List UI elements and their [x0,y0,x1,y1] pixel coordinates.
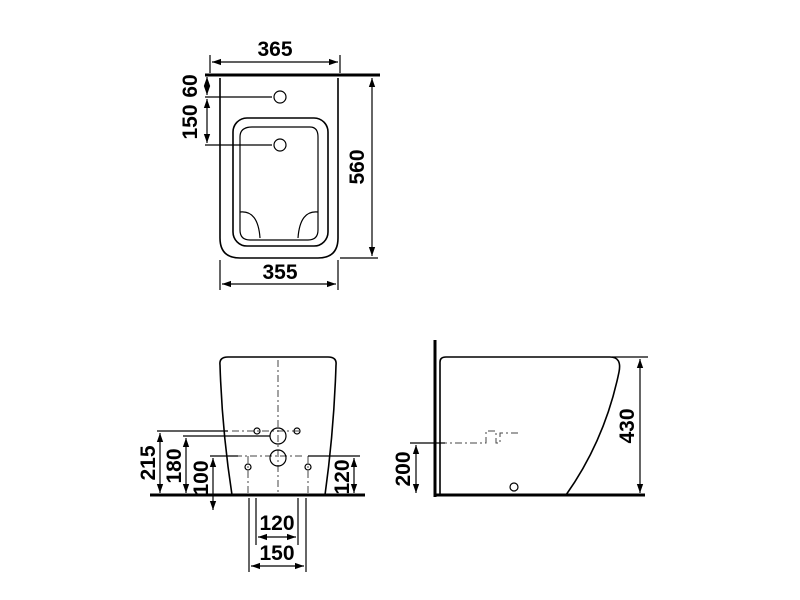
bowl-inner [239,126,319,241]
dim-label-430: 430 [616,408,639,443]
dim-label-200: 200 [392,451,415,486]
dim-label-120-right: 120 [331,459,354,494]
dim-label-100: 100 [190,460,213,495]
front-body-outline [219,356,337,496]
dim-label-120-bottom: 120 [259,512,294,535]
waste-outlet-hole [269,449,287,467]
dim-label-150: 150 [179,104,202,139]
internal-pipe [440,430,518,444]
bowl-outline [232,117,329,247]
top-view: 365 60 150 560 355 [179,38,380,290]
front-view: 215 180 100 120 120 150 [137,356,365,572]
drain-hole [273,138,287,152]
dim-label-60: 60 [179,74,202,97]
dim-label-560: 560 [346,149,369,184]
tap-hole [273,90,287,104]
fixing-point [304,463,312,471]
side-body-outline [439,356,621,496]
outlet-hole [509,482,519,492]
fixing-point [253,427,261,435]
dim-label-355: 355 [262,261,297,284]
dim-label-180: 180 [163,448,186,483]
fixing-point [293,427,301,435]
bidet-body-outline [219,78,339,259]
dim-label-365: 365 [257,38,292,61]
dim-label-150-bottom: 150 [259,542,294,565]
fixing-point [244,463,252,471]
dim-label-215: 215 [137,445,160,480]
bowl-contour [239,211,319,239]
side-view: 200 430 [392,340,648,497]
